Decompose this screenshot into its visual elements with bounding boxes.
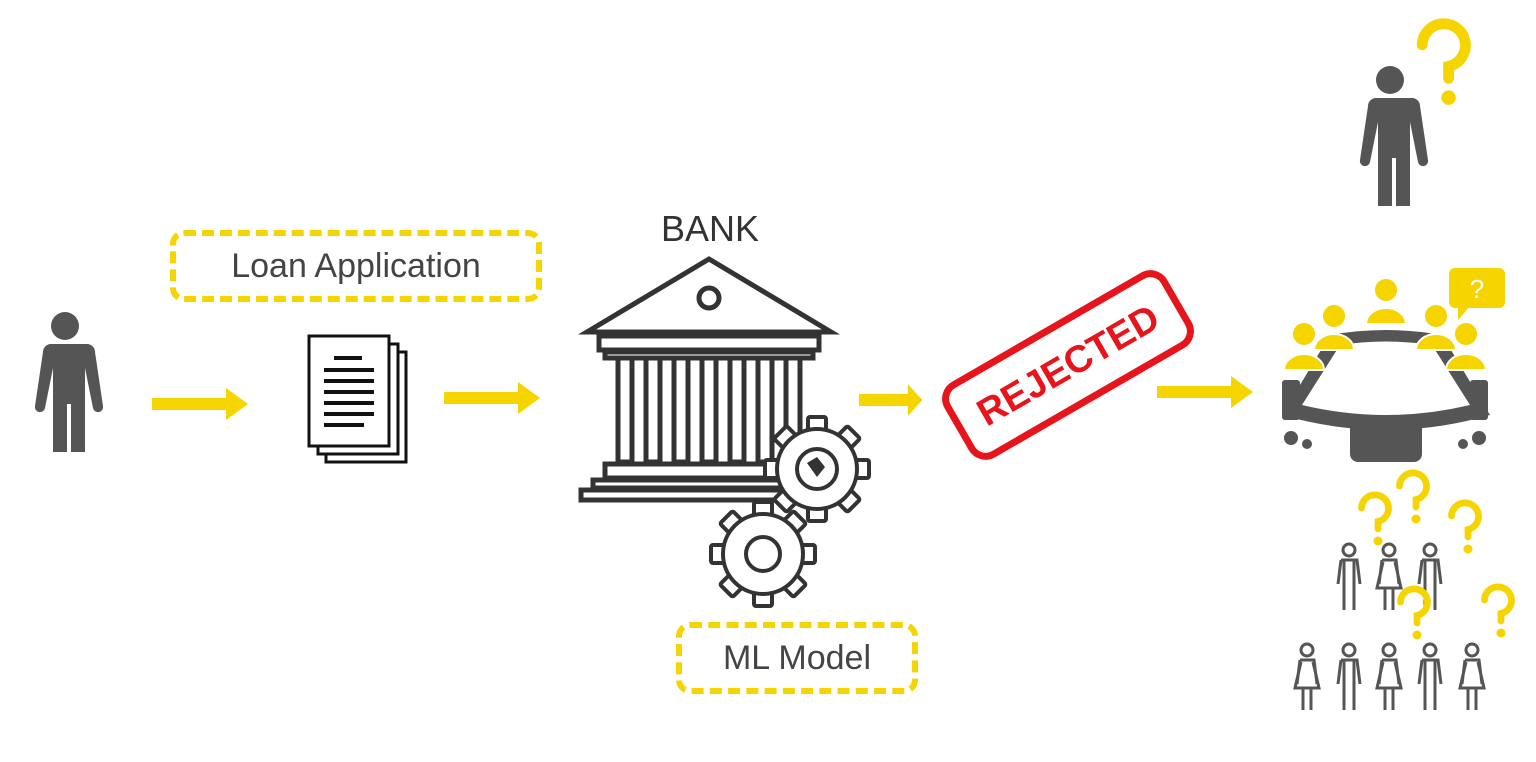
loan-application-label: Loan Application (170, 230, 542, 302)
question-mark-icon (1362, 473, 1512, 640)
confused-person-icon (1359, 24, 1465, 206)
loan-application-text: Loan Application (231, 246, 481, 285)
rejected-stamp-icon: REJECTED (942, 270, 1194, 460)
ml-model-label: ML Model (676, 622, 918, 694)
speech-bubble-icon: ? (1449, 268, 1505, 320)
bank-building-icon (577, 256, 841, 503)
arrow-right-icon (444, 382, 540, 414)
arrow-right-icon (859, 384, 923, 416)
arrow-right-icon (152, 388, 248, 420)
gears-icon (709, 415, 871, 608)
ml-model-text: ML Model (722, 638, 872, 677)
crowd-icon (1293, 473, 1512, 712)
arrow-right-icon (1157, 376, 1253, 408)
documents-icon (307, 334, 408, 464)
applicant-person-icon (34, 312, 104, 452)
bank-title: BANK (660, 208, 760, 249)
speech-bubble-text: ? (1470, 274, 1484, 304)
meeting-table-icon: ? (1282, 268, 1505, 462)
